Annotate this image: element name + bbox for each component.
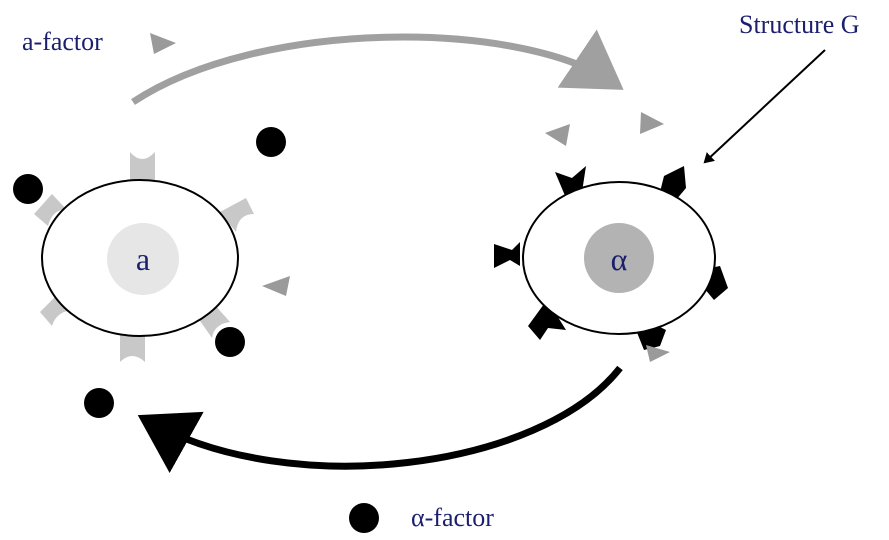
alpha-factor-icon	[349, 503, 379, 533]
alpha-cell-label: α	[611, 241, 628, 277]
a-cell-label: a	[136, 241, 150, 277]
alpha-factor-icon	[13, 174, 43, 204]
receptor-icon	[528, 304, 566, 340]
a-factor-icon	[262, 276, 290, 296]
receptor-icon	[120, 333, 145, 362]
a-cell-receptors	[34, 152, 254, 362]
receptor-icon	[34, 194, 66, 226]
alpha-factor-arrow	[137, 365, 623, 473]
a-factor-icon	[646, 345, 670, 362]
structure-g-label: Structure G	[739, 10, 860, 39]
a-factor-icon	[640, 112, 664, 134]
a-cell-nucleus	[107, 223, 179, 295]
a-factor-label: a-factor	[22, 27, 103, 56]
a-factor-icon	[545, 124, 570, 146]
receptor-icon	[494, 242, 520, 268]
alpha-factor-icon	[215, 327, 245, 357]
alpha-factor-icon	[256, 127, 286, 157]
alpha-factor-molecules	[13, 127, 379, 533]
alpha-cell-nucleus	[584, 223, 654, 293]
a-factor-icon	[150, 33, 176, 54]
alpha-factor-icon	[84, 388, 114, 418]
a-factor-molecules	[150, 33, 670, 362]
receptor-icon	[220, 198, 254, 232]
a-factor-arrow	[131, 29, 624, 105]
alpha-factor-label: α-factor	[411, 503, 494, 532]
receptor-icon	[130, 152, 155, 182]
structure-g-pointer	[703, 49, 826, 164]
